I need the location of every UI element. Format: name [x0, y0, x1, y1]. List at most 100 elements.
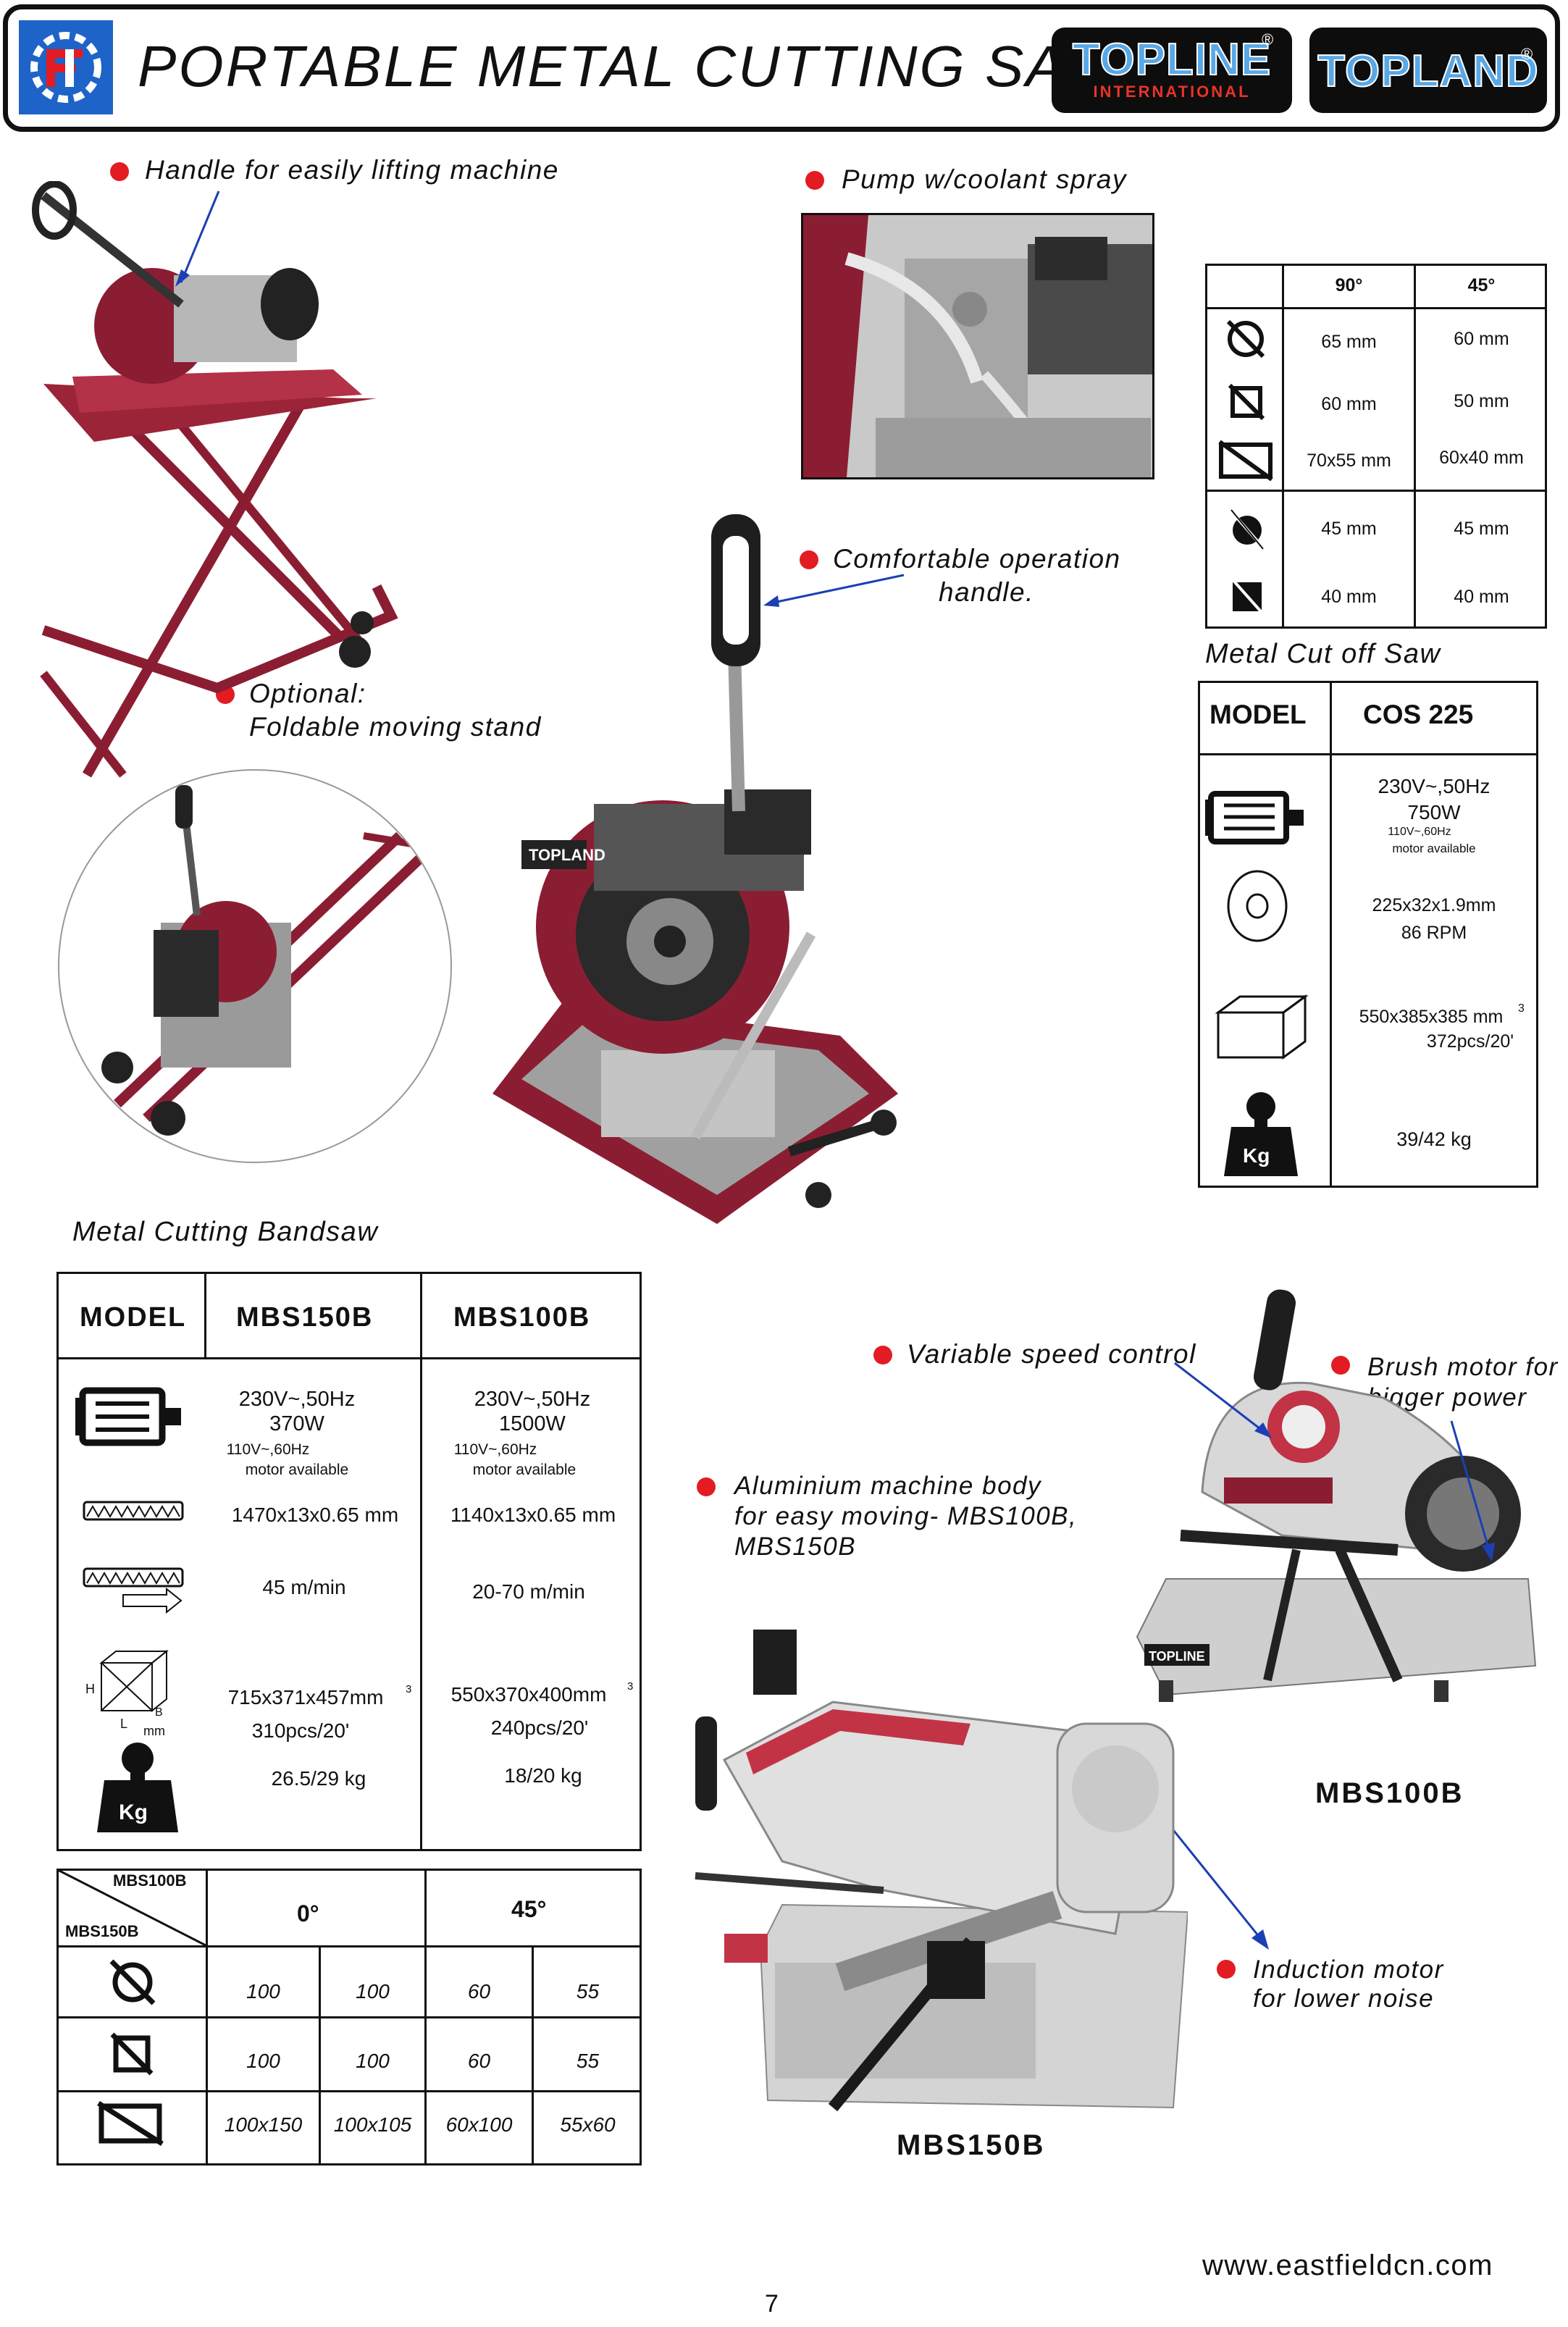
cutoff-section-title: Metal Cut off Saw [1205, 639, 1441, 669]
m2-pack-sup: 3 [627, 1680, 634, 1693]
table-rule [56, 1357, 642, 1359]
bullet-dot [1217, 1960, 1236, 1979]
m2-power-4: motor available [472, 1462, 577, 1478]
box-h-label: H [85, 1682, 95, 1696]
table-rule [1205, 307, 1547, 309]
svg-text:TOPLINE: TOPLINE [1149, 1649, 1205, 1664]
arrow-handle [175, 190, 220, 287]
topline-logo: TOPLINE INTERNATIONAL [1052, 28, 1292, 113]
cap-value: 60 [467, 2050, 491, 2072]
table-rule [1330, 681, 1332, 1188]
m1-power-3: 110V~,60Hz [226, 1441, 310, 1458]
m2-weight: 18/20 kg [504, 1764, 582, 1787]
callout-comfortable-1: Comfortable operation [833, 544, 1121, 574]
m1-pack-2: 310pcs/20' [251, 1719, 350, 1742]
table-rule [420, 1272, 422, 1851]
m2-power-2: 1500W [499, 1412, 566, 1435]
cap-value: 100 [356, 1980, 390, 2003]
table-rule [204, 1272, 206, 1357]
m1-pack-1: 715x371x457mm [227, 1686, 384, 1708]
m1-speed: 45 m/min [262, 1576, 346, 1598]
cos225-machine-image: TOPLAND [492, 514, 898, 1224]
square-bar-icon [110, 2032, 154, 2076]
round-bar-icon [1226, 319, 1265, 359]
cutoff-spec-table [1198, 681, 1538, 1188]
m2-pack-2: 240pcs/20' [490, 1716, 589, 1739]
callout-induction-2: for lower noise [1253, 1984, 1435, 2013]
saw-blade-icon [1227, 870, 1288, 942]
cut-value: 45 mm [1454, 519, 1509, 539]
bandsaw-spec-table [56, 1272, 642, 1851]
callout-induction-1: Induction motor [1253, 1955, 1444, 1984]
square-bar-miter-icon [1228, 575, 1266, 617]
cut-value: 40 mm [1454, 587, 1509, 607]
cut-capacity-table [1205, 264, 1547, 629]
table-rule [56, 2016, 642, 2018]
table-rule [319, 1945, 321, 2165]
cutoff-pack-2: 372pcs/20' [1426, 1031, 1514, 1052]
cap-value: 55 [576, 2050, 600, 2072]
header-frame [3, 4, 1560, 132]
registered-mark: ® [1521, 45, 1533, 63]
diag-bottom-model: MBS150B [65, 1922, 139, 1940]
cutoff-power-1: 230V~,50Hz [1378, 775, 1491, 797]
m1-blade: 1470x13x0.65 mm [231, 1504, 399, 1526]
m2-pack-1: 550x370x400mm [450, 1683, 607, 1706]
cut-value: 65 mm [1321, 332, 1377, 352]
m2-blade: 1140x13x0.65 mm [450, 1504, 616, 1526]
table-rule [1198, 753, 1538, 755]
table-rule [1414, 264, 1416, 629]
table-rule [56, 1945, 642, 1947]
cutoff-pack-1: 550x385x385 mm [1359, 1007, 1504, 1027]
callout-optional-2: Foldable moving stand [249, 712, 542, 742]
band-blade-icon [83, 1501, 184, 1521]
mbs150b-machine-image [695, 1630, 1188, 2112]
cut-value: 60 mm [1321, 394, 1377, 414]
round-bar-miter-icon [1230, 509, 1265, 550]
cutoff-weight: 39/42 kg [1396, 1128, 1472, 1150]
cap-value: 55 [576, 1980, 600, 2003]
cut-value: 40 mm [1321, 587, 1377, 607]
table-rule [1282, 264, 1284, 629]
col-header-45: 45° [1467, 275, 1496, 295]
cutoff-pack-sup: 3 [1518, 1002, 1525, 1015]
eastfield-logo [19, 20, 113, 114]
weight-icon [1224, 1092, 1298, 1176]
website-url[interactable]: www.eastfieldcn.com [1202, 2250, 1493, 2281]
product-label-mbs100b: MBS100B [1315, 1777, 1464, 1809]
cutoff-power-3: 110V~,60Hz [1388, 826, 1451, 838]
cap-value: 60 [467, 1980, 491, 2003]
cut-value: 50 mm [1454, 391, 1509, 411]
cutoff-model: COS 225 [1363, 700, 1474, 729]
bullet-dot [110, 162, 129, 181]
box-l-label: L [120, 1716, 128, 1731]
saw-on-stand-image [32, 181, 398, 778]
col-header-45: 45° [511, 1896, 547, 1922]
bandsaw-model-label: MODEL [80, 1302, 187, 1333]
callout-comfortable-2: handle. [939, 577, 1034, 607]
col-header-0: 0° [297, 1900, 319, 1926]
round-bar-icon [109, 1959, 156, 2005]
callout-aluminium-3: MBS150B [734, 1533, 857, 1561]
motor-icon [1205, 791, 1304, 844]
callout-brush-1: Brush motor for [1367, 1353, 1559, 1381]
bandsaw-model-1: MBS150B [236, 1302, 374, 1333]
cutoff-blade-2: 86 RPM [1401, 923, 1467, 943]
bandsaw-section-title: Metal Cutting Bandsaw [72, 1217, 379, 1247]
diagonal-divider [57, 1869, 206, 1947]
cut-value: 60x40 mm [1439, 448, 1524, 468]
m1-pack-sup: 3 [406, 1683, 412, 1695]
m2-power-3: 110V~,60Hz [453, 1441, 537, 1458]
bullet-dot [1331, 1356, 1350, 1375]
bullet-dot [805, 171, 824, 190]
box-mm-label: mm [143, 1724, 165, 1738]
cap-value: 100 [246, 1980, 280, 2003]
cutoff-power-2: 750W [1407, 801, 1461, 823]
arrow-comfortable [763, 574, 905, 607]
box-b-label: B [155, 1706, 163, 1719]
pump-photo [801, 213, 1154, 479]
cap-value: 100 [246, 2050, 280, 2072]
cut-value: 45 mm [1321, 519, 1377, 539]
foldable-stand-inset [58, 769, 452, 1163]
blade-speed-icon [83, 1567, 184, 1614]
